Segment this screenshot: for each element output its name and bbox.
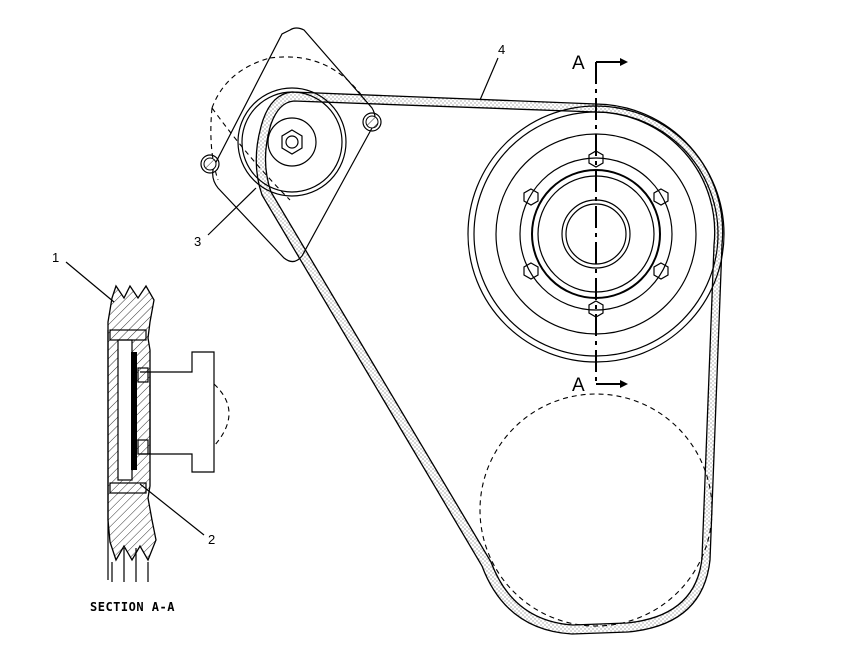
callout-2: 2 <box>139 483 215 547</box>
section-bolts <box>109 329 149 494</box>
callout-3: 3 <box>194 187 257 249</box>
tensioner-bolt-upper <box>362 112 382 132</box>
section-mark-bottom: A <box>572 375 585 396</box>
tensioner-bolt-lower <box>200 154 220 174</box>
callout-2-label: 2 <box>208 532 215 547</box>
callout-1-label: 1 <box>52 250 59 265</box>
callout-3-label: 3 <box>194 234 201 249</box>
section-mark-top: A <box>572 53 585 74</box>
section-a-a-view <box>107 284 230 582</box>
belt-tensioner <box>200 27 382 263</box>
callout-4-label: 4 <box>498 42 505 57</box>
crankshaft-hub <box>140 351 230 473</box>
section-caption: SECTION A-A <box>90 600 175 614</box>
callout-4: 4 <box>479 42 505 101</box>
section-line <box>595 58 628 388</box>
callout-1: 1 <box>52 250 115 303</box>
drive-belt <box>255 91 724 635</box>
lower-pulley-hidden <box>479 393 713 627</box>
